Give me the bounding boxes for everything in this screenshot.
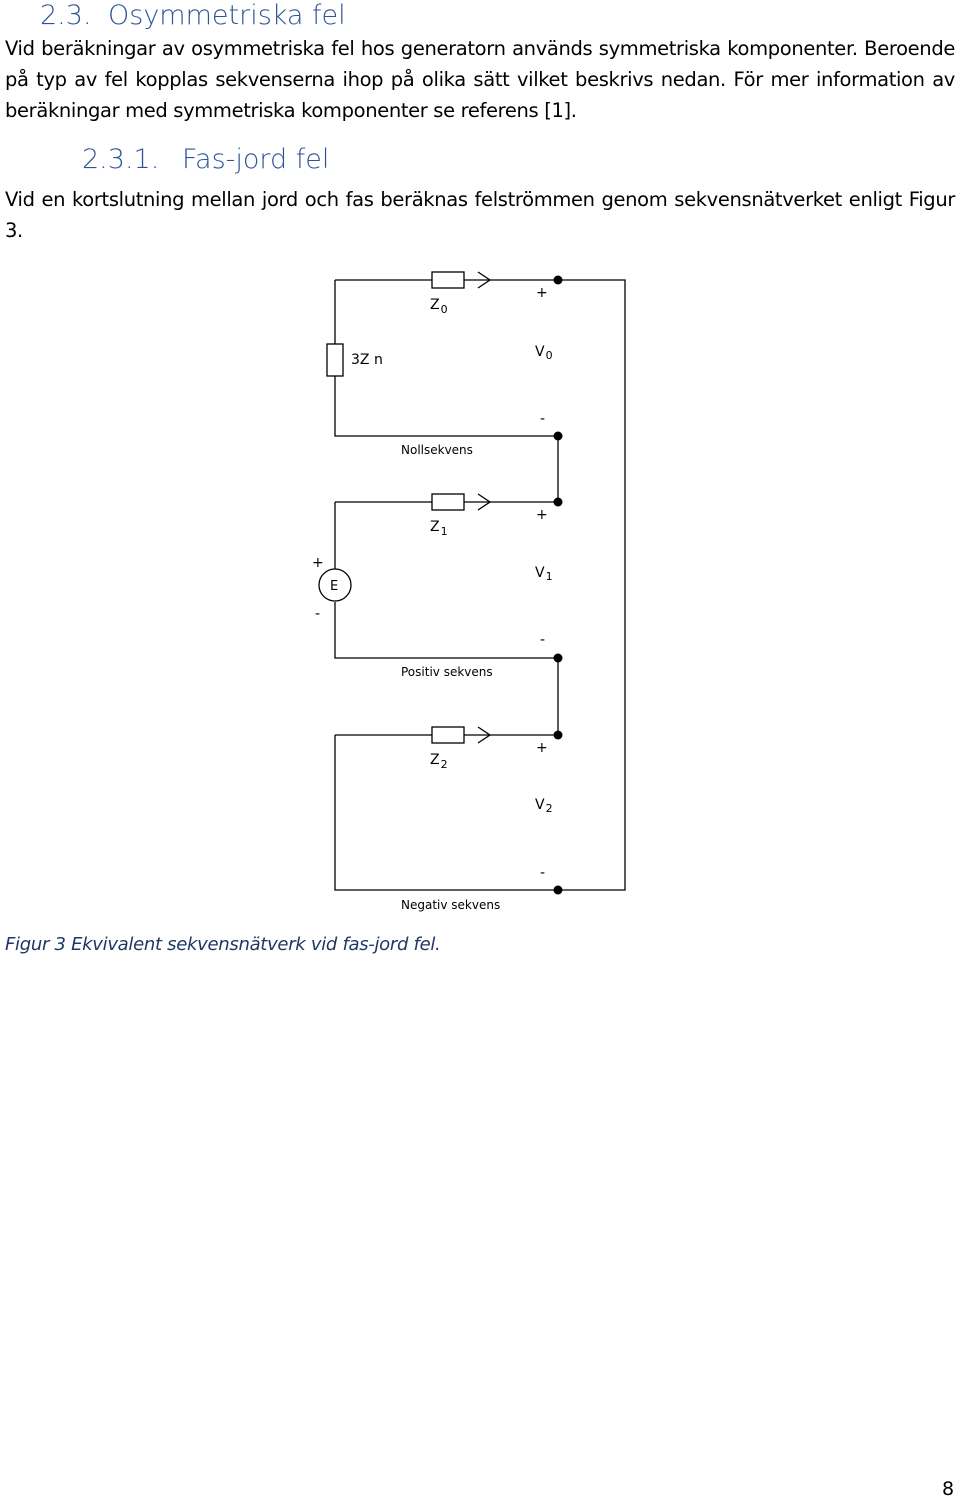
zero-plus-node bbox=[553, 275, 563, 285]
negative-plus-sign: + bbox=[536, 740, 548, 756]
negative-minus-sign: - bbox=[540, 865, 545, 881]
positive-z-label: Z1 bbox=[430, 519, 448, 538]
outer-right-wire bbox=[558, 279, 626, 891]
positive-minus-sign: - bbox=[540, 632, 545, 648]
zero-plus-sign: + bbox=[536, 285, 548, 301]
negative-sequence-label: Negativ sekvens bbox=[401, 898, 500, 912]
subsection-number: 2.3.1. bbox=[82, 144, 160, 175]
positive-current-arrow bbox=[477, 493, 492, 511]
zero-3zn-label: 3Z n bbox=[351, 352, 383, 368]
source-minus-sign: - bbox=[315, 606, 320, 622]
positive-minus-node bbox=[553, 653, 563, 663]
page-number: 8 bbox=[942, 1478, 955, 1500]
figure-caption: Figur 3 Ekvivalent sekvensnätverk vid fa… bbox=[5, 934, 441, 955]
positive-v-label: V1 bbox=[535, 565, 553, 583]
section-heading: 2.3. Osymmetriska fel bbox=[40, 0, 346, 31]
zero-z-impedance bbox=[431, 271, 465, 289]
zero-left-wire bbox=[334, 280, 558, 437]
zero-z-label: Z0 bbox=[430, 297, 448, 316]
negative-z-impedance bbox=[431, 726, 465, 744]
source-e-label: E bbox=[330, 579, 338, 594]
source-plus-sign: + bbox=[312, 555, 324, 571]
positive-plus-sign: + bbox=[536, 507, 548, 523]
positive-plus-node bbox=[553, 497, 563, 507]
zero-current-arrow bbox=[477, 271, 492, 289]
positive-sequence-label: Positiv sekvens bbox=[401, 665, 493, 679]
negative-left-wire bbox=[334, 735, 558, 891]
positive-z-impedance bbox=[431, 493, 465, 511]
positive-source bbox=[318, 568, 352, 602]
negative-z-label: Z2 bbox=[430, 752, 448, 771]
subsection-heading: 2.3.1. Fas-jord fel bbox=[82, 144, 329, 175]
sequence-network-diagram: Z0 3Z n + V0 - Nollsekvens Z1 E + - + V1… bbox=[312, 271, 626, 912]
subsection-paragraph: Vid en kortslutning mellan jord och fas … bbox=[5, 188, 955, 242]
subsection-title: Fas-jord fel bbox=[182, 144, 330, 175]
zero-sequence-label: Nollsekvens bbox=[401, 443, 473, 457]
negative-minus-node bbox=[553, 885, 563, 895]
zero-minus-sign: - bbox=[540, 411, 545, 427]
negative-v-label: V2 bbox=[535, 797, 553, 815]
section-paragraph: Vid beräkningar av osymmetriska fel hos … bbox=[5, 37, 955, 122]
negative-current-arrow bbox=[477, 726, 492, 744]
zero-v-label: V0 bbox=[535, 344, 553, 362]
section-title: Osymmetriska fel bbox=[108, 0, 346, 31]
negative-plus-node bbox=[553, 730, 563, 740]
positive-left-wire bbox=[334, 502, 558, 659]
section-number: 2.3. bbox=[40, 0, 92, 31]
zero-3zn-impedance bbox=[326, 343, 344, 377]
zero-minus-node bbox=[553, 431, 563, 441]
